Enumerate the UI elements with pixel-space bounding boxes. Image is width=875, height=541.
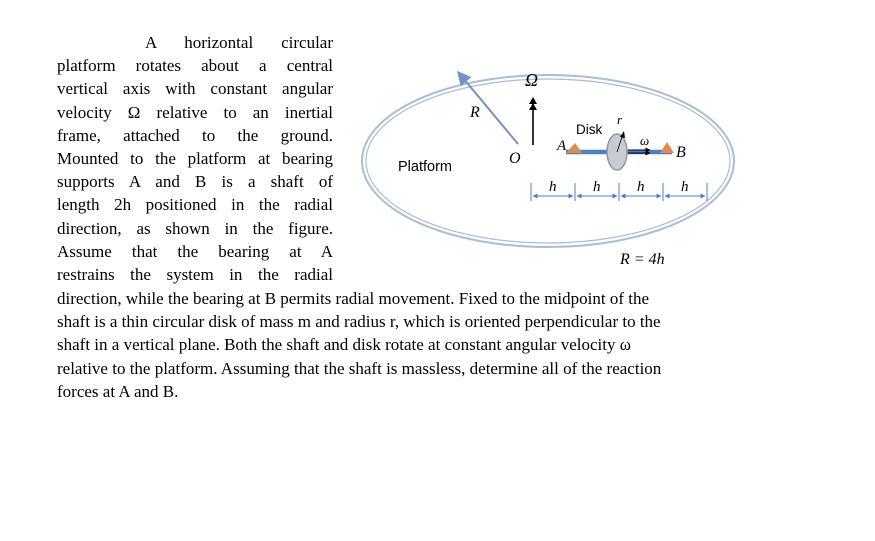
dimension-line: [530, 183, 708, 201]
text-line: shaft is a thin circular disk of mass m …: [57, 312, 661, 332]
text-line: supports A and B is a shaft of: [57, 172, 333, 192]
h-label: h: [549, 179, 557, 195]
omega-big-label: Ω: [525, 70, 538, 90]
text-line: forces at A and B.: [57, 381, 179, 401]
text-line: direction, while the bearing at B permit…: [57, 289, 650, 308]
text-line: direction, as shown in the figure.: [57, 218, 333, 238]
radius-label: R: [469, 104, 480, 121]
platform-ellipse-outer: [361, 74, 735, 248]
platform-ellipse-inner: [365, 78, 731, 244]
omega-arrow-icon: [529, 97, 537, 110]
h-label: h: [593, 179, 601, 195]
center-label: O: [509, 150, 521, 167]
bearing-b-label: B: [676, 144, 686, 161]
h-label: h: [681, 179, 689, 195]
bearing-b: [660, 142, 674, 153]
text-line: relative to the platform. Assuming that …: [57, 358, 662, 378]
disk-label: Disk: [576, 122, 602, 137]
text-line: velocity Ω relative to an inertial: [57, 102, 333, 122]
radius-relation: R = 4h: [619, 251, 665, 268]
text-line: vertical axis with constant angular: [57, 79, 333, 99]
text-line: platform rotates about a central: [57, 56, 333, 76]
problem-text-wide: direction, while the bearing at B permit…: [57, 287, 787, 403]
text-line: Mounted to the platform at bearing: [57, 149, 333, 169]
disk-radius-label: r: [617, 112, 623, 127]
disk-radius-arrow-icon: [620, 131, 625, 138]
text-line: A horizontal circular: [145, 33, 333, 52]
platform-label: Platform: [398, 159, 452, 175]
omega-small-label: ω: [640, 133, 649, 148]
text-line: Assume that the bearing at A: [57, 241, 333, 261]
text-line: length 2h positioned in the radial: [57, 195, 333, 215]
bearing-a-label: A: [556, 138, 567, 154]
problem-text-narrow: A horizontal circular platform rotates a…: [57, 31, 333, 286]
radius-line: [457, 70, 519, 145]
bearing-a: [566, 143, 582, 153]
text-line: restrains the system in the radial: [57, 265, 333, 285]
text-line: frame, attached to the ground.: [57, 125, 333, 145]
h-label: h: [637, 179, 645, 195]
text-line: shaft in a vertical plane. Both the shaf…: [57, 335, 631, 355]
